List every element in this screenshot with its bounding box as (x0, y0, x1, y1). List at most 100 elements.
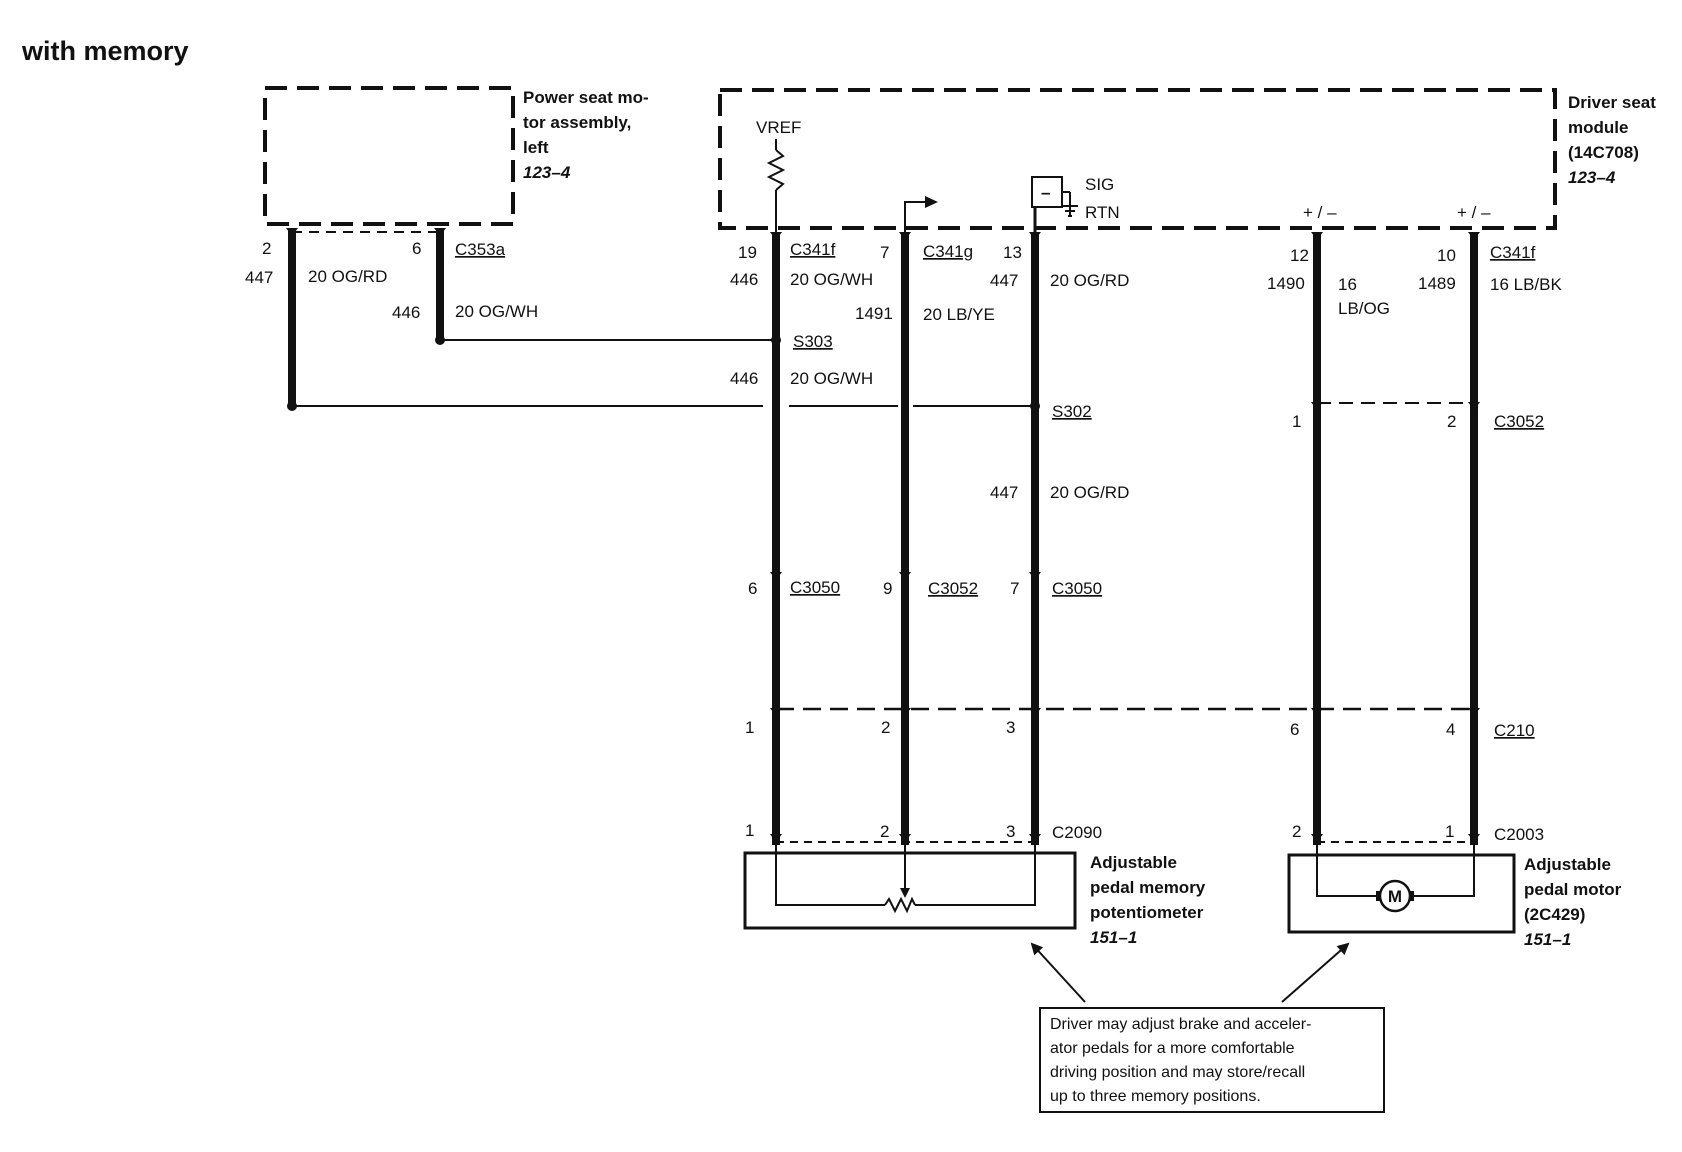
note-line-3: driving position and may store/recall (1050, 1064, 1305, 1081)
pin-label: 1 (1445, 822, 1454, 841)
pin-label: 1 (1292, 412, 1301, 431)
pin-label: 2 (880, 822, 889, 841)
circuit-number: 446 (730, 270, 758, 289)
pin-label: 12 (1290, 246, 1309, 265)
diagram-title: with memory (21, 36, 189, 66)
driver-module-label-1: Driver seat (1568, 93, 1656, 112)
sig-label: SIG (1085, 175, 1114, 194)
ground-icon (1062, 205, 1078, 217)
pin-label: 2 (881, 718, 890, 737)
pin-label: 6 (1290, 720, 1299, 739)
driver-module-label-2: module (1568, 118, 1628, 137)
note-line-4: up to three memory positions. (1050, 1088, 1261, 1105)
wire-gauge-color: LB/OG (1338, 299, 1390, 318)
splice-s303: S303 (793, 332, 833, 351)
plus-minus-label-2: + / – (1457, 203, 1491, 222)
connector-c3052-top: C3052 (1494, 412, 1544, 431)
splice-dot-446 (435, 335, 445, 345)
plus-minus-label-1: + / – (1303, 203, 1337, 222)
circuit-number: 446 (730, 369, 758, 388)
power-seat-label-1: Power seat mo- (523, 88, 649, 107)
signal-flag-icon (925, 196, 938, 208)
note-box (1039, 1007, 1385, 1113)
driver-module-label-3: (14C708) (1568, 143, 1639, 162)
connector-c2003: C2003 (1494, 825, 1544, 844)
pin-label: 1 (745, 718, 754, 737)
connector-c341f-b: C341f (1490, 243, 1536, 262)
circuit-number: 447 (990, 483, 1018, 502)
resistor-icon (884, 896, 916, 914)
rtn-label: RTN (1085, 203, 1120, 222)
connector-c341f-a: C341f (790, 240, 836, 259)
wire-gauge-color: 16 (1338, 275, 1357, 294)
connector-c341g: C341g (923, 242, 973, 261)
note-arrow-left (1030, 942, 1086, 1003)
pin-label: 6 (412, 239, 421, 258)
driver-seat-module-box (718, 88, 1557, 230)
pin-label: 3 (1006, 822, 1015, 841)
wiper-arrow-icon (900, 888, 910, 898)
vref-label: VREF (756, 118, 801, 137)
pin-label: 6 (748, 579, 757, 598)
splice-s303-dot (771, 335, 781, 345)
power-seat-label-2: tor assembly, (523, 113, 631, 132)
motor-icon (1378, 879, 1412, 913)
vref-resistor-icon (766, 149, 786, 191)
potentiometer-label-2: pedal memory (1090, 878, 1206, 897)
circuit-number: 1491 (855, 304, 893, 323)
sig-rtn-minus: – (1041, 183, 1050, 202)
pin-label: 4 (1446, 720, 1455, 739)
note-line-2: ator pedals for a more comfortable (1050, 1040, 1295, 1057)
circuit-number: 446 (392, 303, 420, 322)
wire-gauge-color: 20 OG/RD (1050, 271, 1129, 290)
pin-label: 19 (738, 243, 757, 262)
pin-label: 3 (1006, 718, 1015, 737)
splice-dot-447 (287, 401, 297, 411)
potentiometer-label-1: Adjustable (1090, 853, 1177, 872)
pin-label: 2 (262, 239, 271, 258)
wire-gauge-color: 16 LB/BK (1490, 275, 1562, 294)
splice-s302: S302 (1052, 402, 1092, 421)
pin-label: 1 (745, 821, 754, 840)
note-arrow-right (1281, 942, 1350, 1003)
power-seat-ref: 123–4 (523, 163, 571, 182)
connector-c2090: C2090 (1052, 823, 1102, 842)
power-seat-label-3: left (523, 138, 549, 157)
connector-c353a: C353a (455, 240, 506, 259)
motor-circuit (1316, 845, 1475, 897)
pin-label: 7 (880, 243, 889, 262)
pin-label: 10 (1437, 246, 1456, 265)
note-line-1: Driver may adjust brake and acceler- (1050, 1016, 1311, 1033)
potentiometer-circuit (775, 845, 1036, 906)
motor-box (1287, 853, 1516, 934)
connector-c210: C210 (1494, 721, 1535, 740)
connector-c3050-a: C3050 (790, 578, 840, 597)
pin-label: 7 (1010, 579, 1019, 598)
wire-gauge-color: 20 OG/WH (790, 369, 873, 388)
circuit-number: 447 (245, 268, 273, 287)
connector-c3052-b: C3052 (928, 579, 978, 598)
motor-label-3: (2C429) (1524, 905, 1585, 924)
pin-label: 2 (1292, 822, 1301, 841)
wire-gauge-color: 20 OG/RD (308, 267, 387, 286)
pin-label: 2 (1447, 412, 1456, 431)
driver-module-ref: 123–4 (1568, 168, 1616, 187)
motor-symbol: M (1388, 887, 1402, 906)
wire-gauge-color: 20 OG/WH (455, 302, 538, 321)
circuit-number: 1490 (1267, 274, 1305, 293)
potentiometer-label-3: potentiometer (1090, 903, 1204, 922)
potentiometer-ref: 151–1 (1090, 928, 1137, 947)
motor-label-1: Adjustable (1524, 855, 1611, 874)
wire-gauge-color: 20 OG/WH (790, 270, 873, 289)
pin-label: 13 (1003, 243, 1022, 262)
wire-gauge-color: 20 LB/YE (923, 305, 995, 324)
circuit-number: 1489 (1418, 274, 1456, 293)
power-seat-motor-box (263, 86, 515, 226)
pin-label: 9 (883, 579, 892, 598)
motor-label-2: pedal motor (1524, 880, 1622, 899)
splice-s302-dot (1030, 401, 1040, 411)
connector-c3050-b: C3050 (1052, 579, 1102, 598)
motor-ref: 151–1 (1524, 930, 1571, 949)
potentiometer-box (743, 851, 1077, 930)
